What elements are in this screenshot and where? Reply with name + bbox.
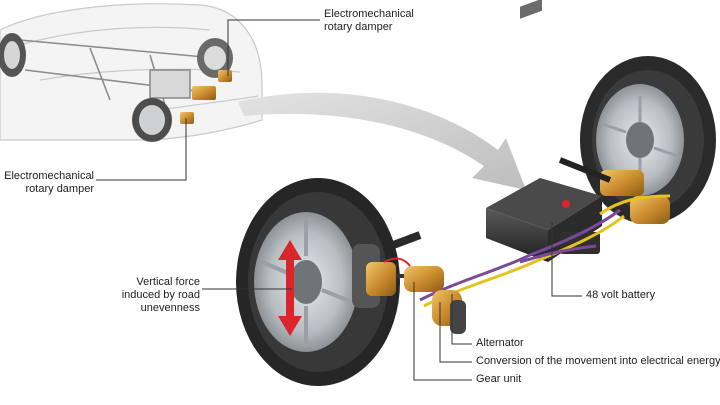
car-front-wheel-top <box>197 38 233 78</box>
right-damper <box>558 157 670 224</box>
vertical-force-label: Vertical force induced by road unevennes… <box>100 276 200 315</box>
vertical-force-arrow <box>278 240 302 336</box>
damper-left-label: Electromechanical rotary damper <box>4 170 94 196</box>
gear-unit-label: Gear unit <box>476 373 522 385</box>
car-front-wheel-bottom <box>132 98 172 142</box>
damper-left-label-line2: rotary damper <box>25 183 94 195</box>
damper-top-label: Electromechanical rotary damper <box>324 8 414 34</box>
conversion-label: Conversion of the movement into electric… <box>476 355 720 367</box>
car-damper-left <box>180 86 216 124</box>
damper-left-label-line1: Electromechanical <box>4 170 94 182</box>
car-rear-wheel <box>0 33 26 77</box>
vertical-force-label-line3: unevenness <box>140 302 200 314</box>
damper-top-label-line2: rotary damper <box>324 21 393 33</box>
alternator-label: Alternator <box>476 337 524 349</box>
car-damper-top <box>218 70 232 82</box>
vertical-force-label-line2: induced by road <box>121 289 200 301</box>
leader-lines <box>96 19 582 381</box>
battery-label: 48 volt battery <box>586 289 656 301</box>
damper-top-label-line1: Electromechanical <box>324 8 414 20</box>
car-chassis <box>19 39 216 106</box>
vertical-force-label-line1: Vertical force <box>136 276 200 288</box>
zoom-arrow <box>238 92 526 190</box>
